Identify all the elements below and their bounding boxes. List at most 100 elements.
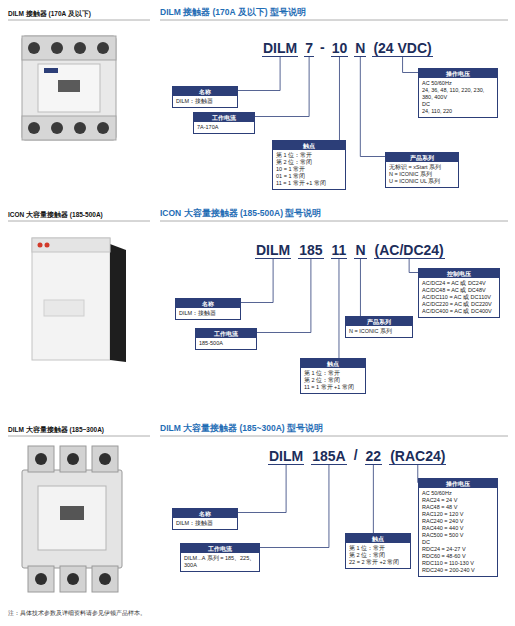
terminal-screw (67, 573, 79, 585)
box-line: AC/DC110 = AC 或 DC110V (419, 294, 499, 301)
code-text: DILM (269, 449, 303, 463)
model-code-segment: 11 (331, 243, 348, 259)
terminal-block (92, 446, 118, 472)
box-header: 名称 (173, 87, 237, 96)
box-line: DILM...A 系列 = 185、225、300A (181, 553, 259, 571)
model-code-segment: N (354, 41, 366, 57)
box-line: RAC500 = 500 V (419, 532, 497, 539)
section-rule (8, 436, 150, 437)
leader-line (260, 465, 329, 548)
model-code-segment: DILM (262, 41, 298, 57)
spec-box: 触点第 1 位：常开第 2 位：常闭11 = 1 常开 +1 常闭 (300, 358, 366, 394)
box-header: 名称 (176, 299, 240, 308)
terminal-block (28, 566, 54, 592)
spec-box: 产品系列N = ICONIC 系列 (345, 316, 413, 338)
leader-line (403, 57, 418, 73)
spec-box: 产品系列无标识 = xStart 系列N = ICONIC 系列U = ICON… (385, 152, 459, 188)
model-code-segment: 22 (365, 449, 383, 465)
box-line: AC 50/60Hz (419, 488, 497, 497)
box-line: 10 = 1 常开 (273, 166, 345, 173)
model-code-row: DILM185A/22(RAC24) (268, 448, 446, 465)
box-line: RAC240 = 240 V (419, 518, 497, 525)
terminal-screw (99, 573, 111, 585)
leader-line (360, 259, 361, 316)
box-header: 产品系列 (386, 153, 458, 162)
spec-box: 工作电流185-500A (195, 328, 257, 350)
box-line: RDC60 = 48-60 V (419, 553, 497, 560)
indicator-window (60, 506, 84, 520)
box-header: 产品系列 (346, 317, 412, 326)
box-line: RAC24 = 24 V (419, 497, 497, 504)
code-text: DILM (263, 41, 297, 55)
indicator-dot (38, 243, 43, 248)
terminal-block (60, 446, 86, 472)
box-header: 触点 (346, 534, 410, 543)
code-text: 10 (332, 41, 348, 55)
code-text: DILM (256, 243, 290, 257)
box-line: 无标识 = xStart 系列 (386, 162, 458, 171)
box-header: 触点 (273, 141, 345, 150)
box-line: AC/DC220 = AC 或 DC220V (419, 301, 499, 308)
contactor-body (22, 470, 122, 568)
box-line: 第 2 位：常闭 (346, 552, 410, 559)
model-code-segment: (RAC24) (389, 449, 446, 465)
model-code-row: DILM18511N(AC/DC24) (255, 243, 445, 259)
box-line: DC (419, 101, 497, 108)
section-rule (160, 436, 508, 437)
box-header: 触点 (301, 359, 365, 368)
section-rule (8, 221, 150, 222)
box-line: RDC110 = 110-130 V (419, 560, 497, 567)
terminal-screw (97, 122, 109, 134)
terminal-block (60, 566, 86, 592)
side-label: DILM 大容量接触器 (185~300A) (8, 426, 104, 433)
box-line: 第 1 位：常开 (301, 368, 365, 377)
terminal-screw (67, 453, 79, 465)
leader-line (339, 57, 340, 140)
spec-box: 触点第 1 位：常开第 2 位：常闭10 = 1 常开01 = 1 常闭11 =… (272, 140, 346, 190)
model-code-segment: 7 (304, 41, 314, 57)
box-line: 11 = 1 常开 +1 常闭 (273, 180, 345, 189)
spec-box: 操作电压AC 50/60Hz24, 36, 48, 110, 220, 230,… (418, 68, 498, 118)
terminal-block (22, 36, 116, 60)
section-title: ICON 大容量接触器 (185-500A) 型号说明 (160, 209, 321, 219)
leader-line (238, 465, 286, 513)
leader-line (241, 259, 273, 303)
terminal-screw (97, 42, 109, 54)
terminal-screw (51, 122, 63, 134)
contactor-side (110, 244, 126, 362)
box-header: 工作电流 (181, 544, 259, 553)
box-line: AC 50/60Hz (419, 78, 497, 87)
spec-box: 操作电压AC 50/60HzRAC24 = 24 VRAC48 = 48 VRA… (418, 478, 498, 577)
front-panel (38, 486, 106, 550)
box-header: 控制电压 (419, 269, 499, 278)
code-text: N (355, 41, 365, 55)
model-code-segment: N (354, 243, 366, 259)
leader-line (238, 57, 280, 91)
indicator-window (58, 80, 80, 92)
box-line: AC/DC48 = AC 或 DC48V (419, 287, 499, 294)
contactor-body (32, 238, 110, 360)
spec-box: 控制电压AC/DC24 = AC 或 DC24VAC/DC48 = AC 或 D… (418, 268, 500, 318)
spec-box: 工作电流7A-170A (193, 112, 255, 134)
terminal-screw (51, 42, 63, 54)
box-line: 01 = 1 常闭 (273, 173, 345, 180)
model-code-segment: 10 (331, 41, 349, 57)
box-line: 第 1 位：常开 (346, 543, 410, 552)
box-line: RDC240 = 200-240 V (419, 567, 497, 576)
terminal-screw (99, 453, 111, 465)
box-header: 操作电压 (419, 479, 497, 488)
code-text: (RAC24) (390, 449, 445, 463)
code-separator: / (354, 448, 358, 465)
code-separator: - (320, 40, 325, 57)
section-title: DILM 大容量接触器 (185~300A) 型号说明 (160, 424, 323, 434)
box-line: DC (419, 539, 497, 546)
box-header: 工作电流 (194, 113, 254, 122)
box-line: 185-500A (196, 338, 256, 349)
terminal-block (22, 116, 116, 140)
spec-box: 名称DILM：接触器 (175, 298, 241, 320)
box-line: DILM：接触器 (173, 518, 237, 529)
box-line: AC/DC24 = AC 或 DC24V (419, 278, 499, 287)
front-panel (38, 64, 100, 112)
